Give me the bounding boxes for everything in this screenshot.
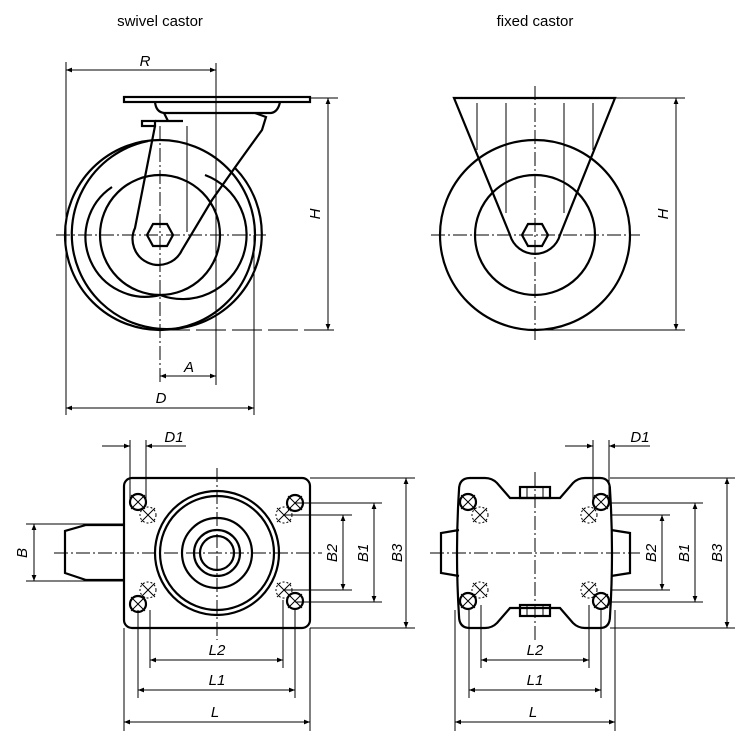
dim-H-label: H <box>307 208 324 219</box>
hole-icon <box>128 492 148 512</box>
swivel-neck <box>163 112 169 122</box>
hole-alt-cross <box>581 507 597 523</box>
hole-alt <box>471 506 489 524</box>
hole-icon <box>591 492 611 512</box>
fixed-top-dimensions: D1 B2 B1 B3 L2 L1 L <box>454 429 735 731</box>
swivel-brake-stub <box>63 523 124 582</box>
swivel-hub-visible <box>84 173 248 301</box>
hole-alt <box>139 581 157 599</box>
fixed-castor-top-view <box>430 472 640 640</box>
dim-B-label: B <box>14 548 31 558</box>
fixed-dim-L2-label: L2 <box>527 642 544 659</box>
hole-cross <box>130 494 146 510</box>
hole-cross <box>593 593 609 609</box>
hole-alt-cross <box>140 507 156 523</box>
fixed-bracket <box>452 96 617 255</box>
fixed-castor-side-view <box>431 86 640 340</box>
fixed-dim-B3-label: B3 <box>709 543 726 562</box>
fixed-dim-H-label: H <box>655 208 672 219</box>
fixed-dim-L-label: L <box>529 704 537 721</box>
swivel-top-dimensions: D1 B B2 B1 B3 L2 L1 L <box>14 429 415 731</box>
hole-cross <box>460 494 476 510</box>
fixed-dimensions: H <box>535 97 685 331</box>
hole-alt <box>580 506 598 524</box>
fixed-dim-B2-label: B2 <box>643 543 660 562</box>
dim-L-label: L <box>211 704 219 721</box>
hole-cross <box>460 593 476 609</box>
swivel-plate-bearing <box>153 101 282 115</box>
fixed-dim-B1-label: B1 <box>676 544 693 562</box>
swivel-castor-side-view <box>56 63 312 385</box>
hole-cross <box>593 494 609 510</box>
fixed-dim-D1-label: D1 <box>630 429 649 446</box>
fixed-castor-title: fixed castor <box>497 13 574 30</box>
dim-L1-label: L1 <box>209 672 226 689</box>
hole-alt-cross <box>140 582 156 598</box>
swivel-wheel-outer <box>63 138 257 332</box>
hole-icon <box>285 591 305 611</box>
swivel-fork <box>131 111 268 267</box>
fixed-mounting-plate <box>455 476 614 630</box>
hole-cross <box>130 596 146 612</box>
hole-icon <box>591 591 611 611</box>
dim-B3-label: B3 <box>389 543 406 562</box>
hole-alt-cross <box>472 582 488 598</box>
swivel-tire-visible <box>70 139 263 331</box>
dim-D1-label: D1 <box>164 429 183 446</box>
dim-R-label: R <box>140 53 151 70</box>
swivel-top-plate <box>122 95 312 104</box>
hole-alt-cross <box>581 582 597 598</box>
fixed-dim-L1-label: L1 <box>527 672 544 689</box>
hole-alt-cross <box>472 507 488 523</box>
swivel-castor-top-view <box>54 468 322 640</box>
hole-icon <box>458 591 478 611</box>
hole-alt <box>139 506 157 524</box>
swivel-brake-lever <box>140 119 157 128</box>
hole-icon <box>458 492 478 512</box>
hole-alt <box>580 581 598 599</box>
swivel-dimensions: R H A D <box>65 53 338 415</box>
dim-L2-label: L2 <box>209 642 226 659</box>
hole-alt <box>471 581 489 599</box>
swivel-castor-title: swivel castor <box>117 13 203 30</box>
dim-B1-label: B1 <box>355 544 372 562</box>
dim-A-label: A <box>183 359 194 376</box>
dim-D-label: D <box>156 390 167 407</box>
dim-B2-label: B2 <box>324 543 341 562</box>
fixed-mount-holes <box>458 492 611 611</box>
